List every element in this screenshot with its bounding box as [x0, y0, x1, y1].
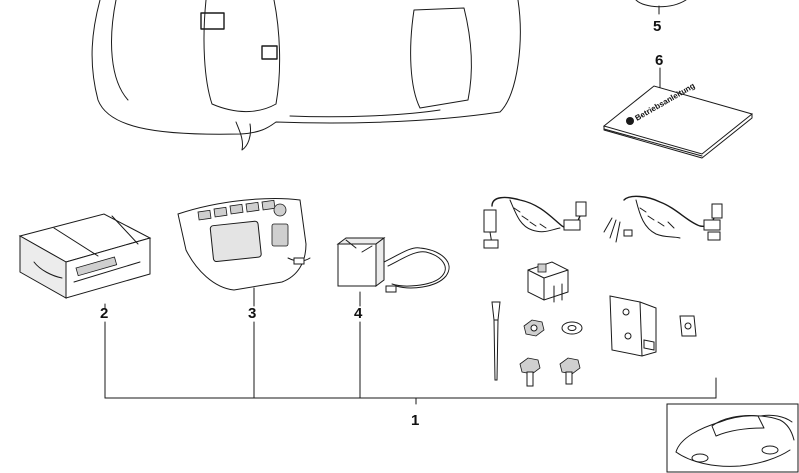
- part-6-manual: Betriebsanleitung: [602, 67, 754, 159]
- label-part-5: 5: [653, 18, 661, 35]
- car-top-view: [91, 0, 521, 151]
- part-3-display-unit: [177, 198, 311, 291]
- bolt-right: [559, 357, 581, 385]
- cable-tie: [491, 301, 501, 381]
- label-part-1: 1: [411, 412, 419, 429]
- washer: [561, 321, 583, 335]
- cable-harness-left: [483, 196, 587, 249]
- mount-location-marker-small: [261, 45, 278, 60]
- speed-nut-clip: [679, 315, 697, 337]
- part-5-disc: [635, 0, 687, 15]
- label-part-6: 6: [655, 52, 663, 69]
- label-part-3: 3: [248, 305, 256, 322]
- cable-harness-right: [603, 195, 723, 243]
- relay-bracket: [527, 261, 569, 303]
- rotary-knob-icon: [273, 203, 287, 217]
- mounting-bracket: [609, 295, 657, 357]
- mount-location-marker-large: [200, 12, 225, 30]
- bmw-logo-icon: [626, 117, 634, 125]
- part-4-antenna-module: [336, 237, 450, 293]
- part-2-control-unit: [18, 213, 152, 299]
- vehicle-thumbnail: [666, 403, 799, 473]
- assembly-bracket-part-1: [104, 321, 717, 405]
- bolt-left: [519, 357, 541, 387]
- label-part-2: 2: [100, 305, 108, 322]
- label-part-4: 4: [354, 305, 363, 322]
- hex-nut: [523, 319, 545, 337]
- display-screen: [209, 220, 262, 263]
